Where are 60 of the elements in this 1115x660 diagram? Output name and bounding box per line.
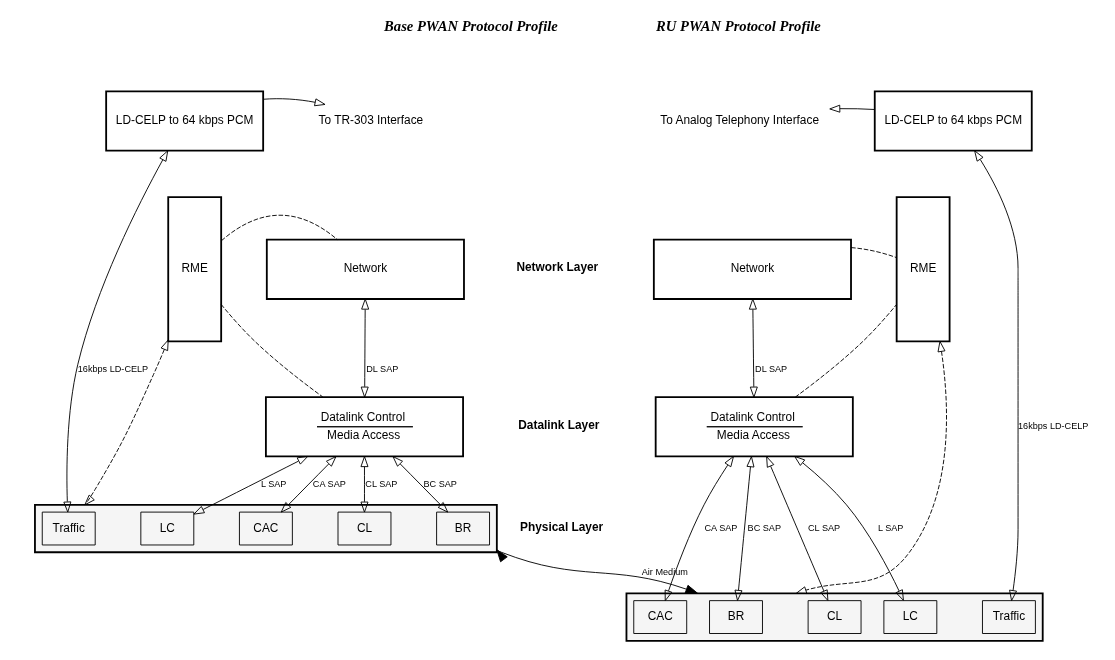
arrow	[748, 298, 758, 398]
arrow	[262, 98, 325, 107]
node-box: Traffic	[41, 511, 96, 546]
connector	[850, 247, 897, 258]
node-text: To TR-303 Interface	[318, 113, 423, 128]
arrow	[495, 549, 698, 594]
label: Datalink Layer	[517, 417, 599, 432]
label: Physical Layer	[519, 519, 603, 534]
node-box: LD-CELP to 64 kbps PCM	[873, 90, 1033, 152]
arrow	[795, 341, 947, 594]
node-box: BR	[708, 600, 763, 634]
edge-label: CA SAP	[703, 522, 737, 533]
edge-label: CL SAP	[807, 522, 840, 533]
edge-label: 16kbps LD-CELP	[77, 363, 148, 374]
node-box: LC	[882, 600, 937, 634]
arrow	[734, 456, 754, 601]
edge-label: DL SAP	[754, 363, 787, 374]
label: RU PWAN Protocol Profile	[655, 17, 821, 34]
edge-label: L SAP	[260, 478, 286, 489]
arrow	[360, 456, 368, 513]
arrow	[392, 456, 448, 513]
edge-label: DL SAP	[365, 363, 398, 374]
node-box: LC	[139, 511, 194, 546]
node-box: CAC	[238, 511, 293, 546]
label: Base PWAN Protocol Profile	[383, 17, 558, 34]
node-box: Traffic	[981, 600, 1036, 634]
arrow	[360, 298, 369, 398]
arrow	[664, 456, 734, 602]
node-text: To Analog Telephony Interface	[659, 113, 819, 128]
connector	[794, 304, 897, 398]
arrow	[83, 339, 169, 506]
edge-label: BC SAP	[747, 522, 781, 533]
node-box: RME	[895, 196, 950, 343]
arrow	[765, 456, 828, 601]
node-box: Datalink Control Media Access	[264, 396, 464, 458]
node-box: CL	[337, 511, 391, 546]
connector	[220, 304, 323, 398]
arrow	[828, 104, 875, 113]
cluster	[625, 592, 1044, 642]
label: Network Layer	[515, 260, 598, 275]
node-box: CL	[807, 600, 861, 634]
arrow	[973, 150, 1018, 601]
node-box: Datalink Control Media Access	[654, 396, 854, 458]
node-box: BR	[435, 511, 490, 546]
node-box: RME	[166, 196, 222, 343]
arrow	[793, 455, 904, 601]
edge-label: 16kbps LD-CELP	[1017, 421, 1088, 432]
connector	[220, 214, 338, 242]
edge-label: BC SAP	[423, 478, 457, 489]
edge-label: CL SAP	[364, 478, 397, 489]
node-box: Network	[652, 238, 852, 300]
edge-label: CA SAP	[312, 478, 346, 489]
node-box: Network	[265, 238, 465, 300]
node-box: CAC	[632, 600, 687, 634]
edge-label: L SAP	[877, 522, 903, 533]
arrow	[62, 150, 168, 513]
arrow	[280, 456, 336, 513]
edge-label: Air Medium	[641, 567, 688, 578]
node-box: LD-CELP to 64 kbps PCM	[104, 90, 264, 152]
arrow	[193, 456, 308, 515]
